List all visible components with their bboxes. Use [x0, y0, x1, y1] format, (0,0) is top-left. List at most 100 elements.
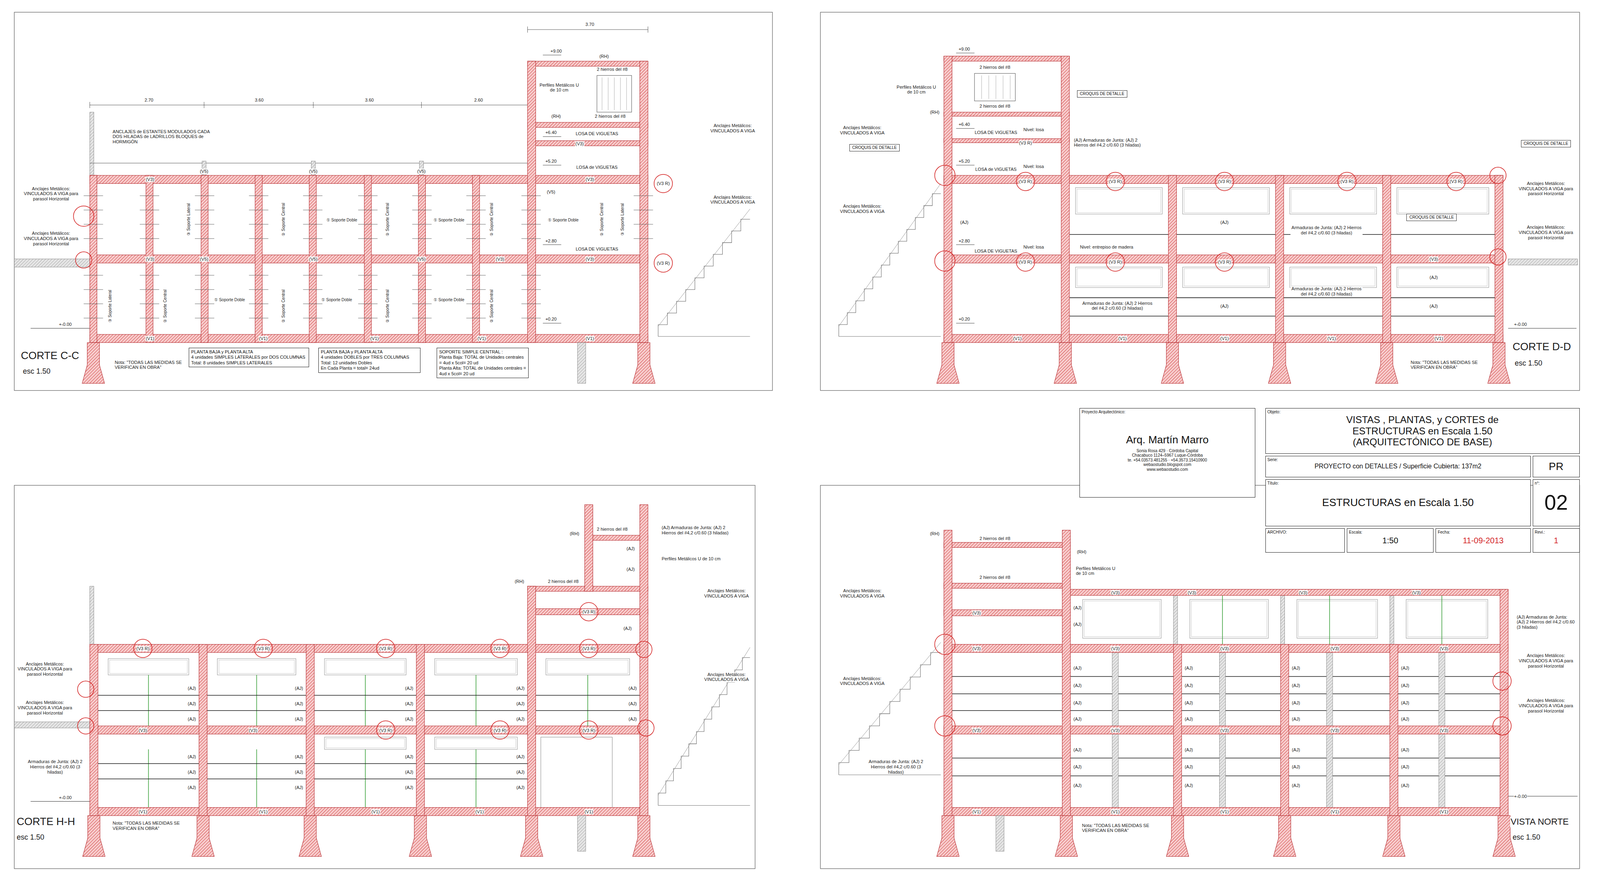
shelf-anchor: [358, 275, 378, 276]
drawing-label: (AJ): [404, 716, 414, 723]
shelf-anchor: [83, 275, 104, 276]
drawing-label: (V1): [369, 336, 380, 342]
footing: [1273, 816, 1296, 858]
drawing-label: (AJ) Armaduras de Junta: (AJ) 2 Hierros …: [661, 525, 739, 536]
note-text: Planta Alta: TOTAL de Unidades centrales…: [439, 365, 527, 377]
title-block-cell: Escala:1:50: [1346, 528, 1434, 553]
shelf-anchor: [302, 209, 323, 211]
drawing-label: (AJ): [404, 701, 414, 707]
cell-heading: Fecha:: [1437, 530, 1451, 536]
drawing-label: (V3): [1110, 727, 1120, 734]
drawing-label: ② Soporte Central: [162, 289, 168, 324]
cell-heading: Proyecto Arquitectónico:: [1081, 409, 1126, 415]
shelf-anchor: [83, 209, 104, 211]
green-line: [148, 749, 150, 809]
structural-member: [943, 530, 952, 817]
drawing-label: (AJ): [959, 219, 969, 226]
cell-heading: Escala:: [1348, 530, 1363, 536]
drawing-label: (AJ): [404, 785, 414, 791]
title-block-cell: Título:ESTRUCTURAS en Escala 1.50: [1265, 479, 1531, 527]
drawing-label: (AJ): [1073, 665, 1082, 672]
drawing-label: (V3 R): [1217, 259, 1232, 265]
drawing-label: (V3 R): [492, 646, 507, 652]
drawing-label: Nota: "TODAS LAS MEDIDAS SE VERIFICAN EN…: [1410, 360, 1481, 371]
shelf-anchor: [249, 303, 269, 305]
detail-callout-box: CROQUIS DE DETALLE: [1521, 140, 1572, 148]
window-frame: [1298, 601, 1376, 638]
drawing-label: (V3 R): [582, 609, 596, 615]
drawing-label: Perfiles Metálicos U de 10 cm: [1075, 566, 1118, 577]
drawing-label: CORTE D-D: [1512, 341, 1572, 354]
detail-marker: [654, 253, 673, 273]
level-mark: [542, 54, 562, 56]
window: [1189, 599, 1269, 639]
structural-member: [89, 644, 99, 817]
window: [1289, 187, 1377, 214]
drawing-label: (AJ): [404, 686, 414, 692]
drawing-label: (AJ): [187, 686, 197, 692]
drawing-label: esc 1.50: [22, 367, 51, 376]
shelf-anchor: [249, 289, 269, 291]
footing: [1375, 342, 1398, 384]
drawing-label: (V3): [1298, 590, 1308, 596]
shelf-anchor: [633, 238, 653, 239]
shelf-anchor: [633, 224, 653, 225]
drawing-label: (V3 R): [582, 727, 596, 734]
structural-member: [89, 175, 98, 343]
drawing-label: (V3): [1220, 646, 1230, 652]
dimension-tick: [203, 102, 205, 109]
drawing-label: (AJ): [622, 625, 632, 632]
drawing-label: (V3): [1110, 646, 1120, 652]
drawing-label: CORTE H-H: [16, 816, 76, 829]
drawing-label: ① Soporte Doble: [433, 217, 466, 223]
drawing-label: (V1): [371, 809, 381, 815]
drawing-label: (V5): [308, 168, 318, 175]
shelf-anchor: [83, 238, 104, 239]
drawing-label: (AJ): [187, 701, 197, 707]
shelf-anchor: [521, 209, 541, 211]
tank-rib: [1002, 75, 1004, 99]
window: [1397, 187, 1490, 214]
detail-marker: [1492, 716, 1511, 736]
drawing-label: Perfiles Metálicos U de 10 cm: [895, 84, 938, 95]
structural-member: [943, 56, 952, 344]
drawing-label: +0.20: [958, 316, 971, 323]
sheet-frame: [14, 485, 756, 870]
shelf-anchor: [194, 275, 215, 276]
title-block-cell: Fecha:11-09-2013: [1435, 528, 1531, 553]
window: [1397, 267, 1490, 288]
drawing-label: (V1): [1330, 809, 1340, 815]
drawing-label: 2.60: [473, 97, 484, 103]
drawing-label: ① Soporte Doble: [326, 217, 358, 223]
note-text: PLANTA BAJA y PLANTA ALTA: [191, 349, 307, 355]
note-text: Total: 12 unidades Dobles: [320, 360, 419, 366]
grey-element: [1280, 595, 1285, 645]
drawing-label: (AJ): [516, 785, 525, 791]
drawing-label: ② Soporte Central: [599, 202, 605, 237]
water-tank: [597, 75, 632, 113]
drawing-label: (AJ): [1073, 621, 1082, 628]
cell-heading: Revi.:: [1534, 530, 1546, 536]
level-mark: [955, 52, 975, 54]
drawing-label: Nota: "TODAS LAS MEDIDAS SE VERIFICAN EN…: [112, 821, 183, 832]
structural-member: [584, 505, 593, 592]
joint-reinforcement: [951, 758, 1500, 760]
structural-member: [1061, 56, 1070, 344]
structural-member: [943, 334, 1503, 343]
shelf-anchor: [521, 289, 541, 291]
footing: [1166, 816, 1189, 858]
cell-value: 1: [1553, 536, 1559, 546]
window: [324, 737, 407, 750]
drawing-label: (AJ): [628, 686, 638, 692]
shelf-anchor: [249, 209, 269, 211]
structural-member: [1168, 175, 1177, 343]
drawing-label: (V3): [1439, 646, 1449, 652]
drawing-label: Anclajes Metálicos: VINCULADOS A VIGA pa…: [19, 231, 84, 247]
detail-callout-box: CROQUIS DE DETALLE: [849, 144, 900, 152]
cell-value: te. +54.03573.481255 · +54.3573.15410900: [1127, 458, 1208, 463]
grey-element: [89, 112, 94, 176]
drawing-label: (V1): [1117, 336, 1128, 342]
stair-base: [658, 336, 751, 338]
drawing-label: ③ Soporte Lateral: [107, 289, 113, 323]
green-line: [475, 675, 477, 727]
